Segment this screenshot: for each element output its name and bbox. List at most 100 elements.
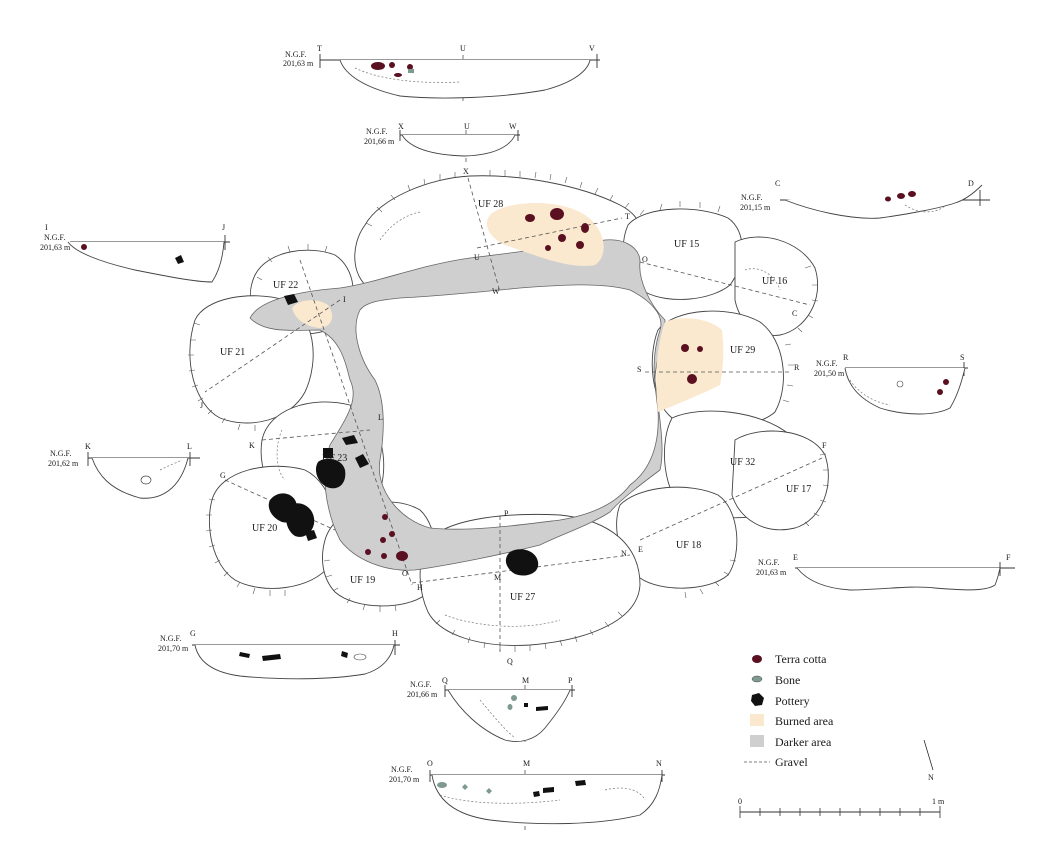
section-qmp-p: P <box>568 676 573 685</box>
plan-letter-r: R <box>794 363 800 372</box>
section-rs-s: S <box>960 353 964 362</box>
section-ef-ngf: N.G.F. <box>758 558 779 567</box>
plan-letter-g: G <box>220 471 226 480</box>
plan-letter-c: C <box>792 309 797 318</box>
section-xuw-w: W <box>509 122 517 131</box>
section-cd-d: D <box>968 179 974 188</box>
legend-gravel: Gravel <box>744 755 808 769</box>
section-kl: N.G.F. 201,62 m K L <box>48 442 200 499</box>
section-omn-elev: 201,70 m <box>389 775 420 784</box>
section-gh-ngf: N.G.F. <box>160 634 181 643</box>
legend-burned: Burned area <box>750 714 834 728</box>
plan-letter-p: P <box>504 509 509 518</box>
plan-letter-o: O <box>642 255 648 264</box>
section-rs-elev: 201,50 m <box>814 369 845 378</box>
section-ef-f: F <box>1006 553 1011 562</box>
section-tuv-t: T <box>317 44 322 53</box>
scale-start: 0 <box>738 797 742 806</box>
label-uf32: UF 32 <box>730 457 755 468</box>
section-kl-l: L <box>187 442 192 451</box>
section-kl-k: K <box>85 442 91 451</box>
section-qmp: N.G.F. 201,66 m Q M P <box>407 676 575 742</box>
section-kl-ngf: N.G.F. <box>50 449 71 458</box>
plan-letter-o2: O <box>402 569 408 578</box>
section-qmp-q: Q <box>442 676 448 685</box>
label-uf19: UF 19 <box>350 575 375 586</box>
section-ij-ngf: N.G.F. <box>44 233 65 242</box>
rim-hatching <box>188 170 830 652</box>
legend-darker-label: Darker area <box>775 735 832 749</box>
legend-terra-cotta-label: Terra cotta <box>775 652 827 666</box>
section-cd-ngf: N.G.F. <box>741 193 762 202</box>
label-uf22: UF 22 <box>273 280 298 291</box>
label-uf27: UF 27 <box>510 592 535 603</box>
section-ij-elev: 201,63 m <box>40 243 71 252</box>
section-qmp-m: M <box>522 676 529 685</box>
section-gh-elev: 201,70 m <box>158 644 189 653</box>
legend-terra-cotta: Terra cotta <box>752 652 827 666</box>
label-uf16: UF 16 <box>762 276 787 287</box>
section-ef-elev: 201,63 m <box>756 568 787 577</box>
plan-letter-i: I <box>343 295 346 304</box>
terra-cotta-finds <box>365 208 703 561</box>
section-tuv: N.G.F. 201,63 m T U V <box>283 44 600 102</box>
section-ij-j: J <box>222 223 225 232</box>
section-lines-plan <box>204 177 823 652</box>
section-omn-n: N <box>656 759 662 768</box>
section-gh-h: H <box>392 629 398 638</box>
section-gh-g: G <box>190 629 196 638</box>
section-rs: N.G.F. 201,50 m R S <box>814 353 968 415</box>
legend-bone: Bone <box>751 673 800 687</box>
scale-end: 1 m <box>932 797 945 806</box>
plan-letter-j: J <box>200 401 203 410</box>
section-rs-ngf: N.G.F. <box>816 359 837 368</box>
legend-pottery-label: Pottery <box>775 694 810 708</box>
plan-letter-m: M <box>494 573 501 582</box>
label-uf23: UF 23 <box>322 453 347 464</box>
section-tuv-ngf: N.G.F. <box>285 50 306 59</box>
section-qmp-elev: 201,66 m <box>407 690 438 699</box>
plan-letter-h: H <box>417 583 423 592</box>
plan-letter-s: S <box>637 365 641 374</box>
north-label: N <box>928 773 934 782</box>
plan-letter-w: W <box>492 287 500 296</box>
section-tuv-elev: 201,63 m <box>283 59 314 68</box>
plan-letter-x: X <box>463 167 469 176</box>
pottery-finds <box>268 294 539 576</box>
legend-darker: Darker area <box>750 735 832 749</box>
label-uf29: UF 29 <box>730 345 755 356</box>
section-gh: N.G.F. 201,70 m G H <box>158 629 400 680</box>
section-omn-m: M <box>523 759 530 768</box>
burned-areas <box>292 202 724 412</box>
unit-labels: UF 28 UF 15 UF 16 UF 22 UF 21 UF 29 UF 2… <box>220 199 811 603</box>
label-uf15: UF 15 <box>674 239 699 250</box>
section-qmp-ngf: N.G.F. <box>410 680 431 689</box>
section-tuv-u: U <box>460 44 466 53</box>
section-xuw-elev: 201,66 m <box>364 137 395 146</box>
legend-burned-label: Burned area <box>775 714 834 728</box>
plan-letter-f: F <box>822 441 827 450</box>
plan-letter-q: Q <box>507 657 513 666</box>
section-xuw-x: X <box>398 122 404 131</box>
burned-uf29 <box>656 318 724 412</box>
section-tuv-v: V <box>589 44 595 53</box>
section-omn-o: O <box>427 759 433 768</box>
label-uf21: UF 21 <box>220 347 245 358</box>
legend: Terra cotta Bone Pottery Burned area Dar… <box>744 652 834 769</box>
section-letters-plan: X T U W O C I J L K G S R F E P N M O H … <box>200 167 827 666</box>
section-omn-ngf: N.G.F. <box>391 765 412 774</box>
label-uf17: UF 17 <box>786 484 811 495</box>
section-xuw-ngf: N.G.F. <box>366 127 387 136</box>
plan-letter-t: T <box>625 212 630 221</box>
section-ef: N.G.F. 201,63 m E F <box>756 553 1015 591</box>
section-cd-elev: 201,15 m <box>740 203 771 212</box>
burned-uf22 <box>292 300 333 328</box>
plan-letter-e: E <box>638 545 643 554</box>
section-omn: N.G.F. 201,70 m O M N <box>389 759 665 830</box>
legend-gravel-label: Gravel <box>775 755 808 769</box>
north-arrow: N <box>923 739 934 782</box>
plan-letter-l: L <box>378 413 383 422</box>
darker-area <box>249 239 666 571</box>
section-cd-c: C <box>775 179 780 188</box>
